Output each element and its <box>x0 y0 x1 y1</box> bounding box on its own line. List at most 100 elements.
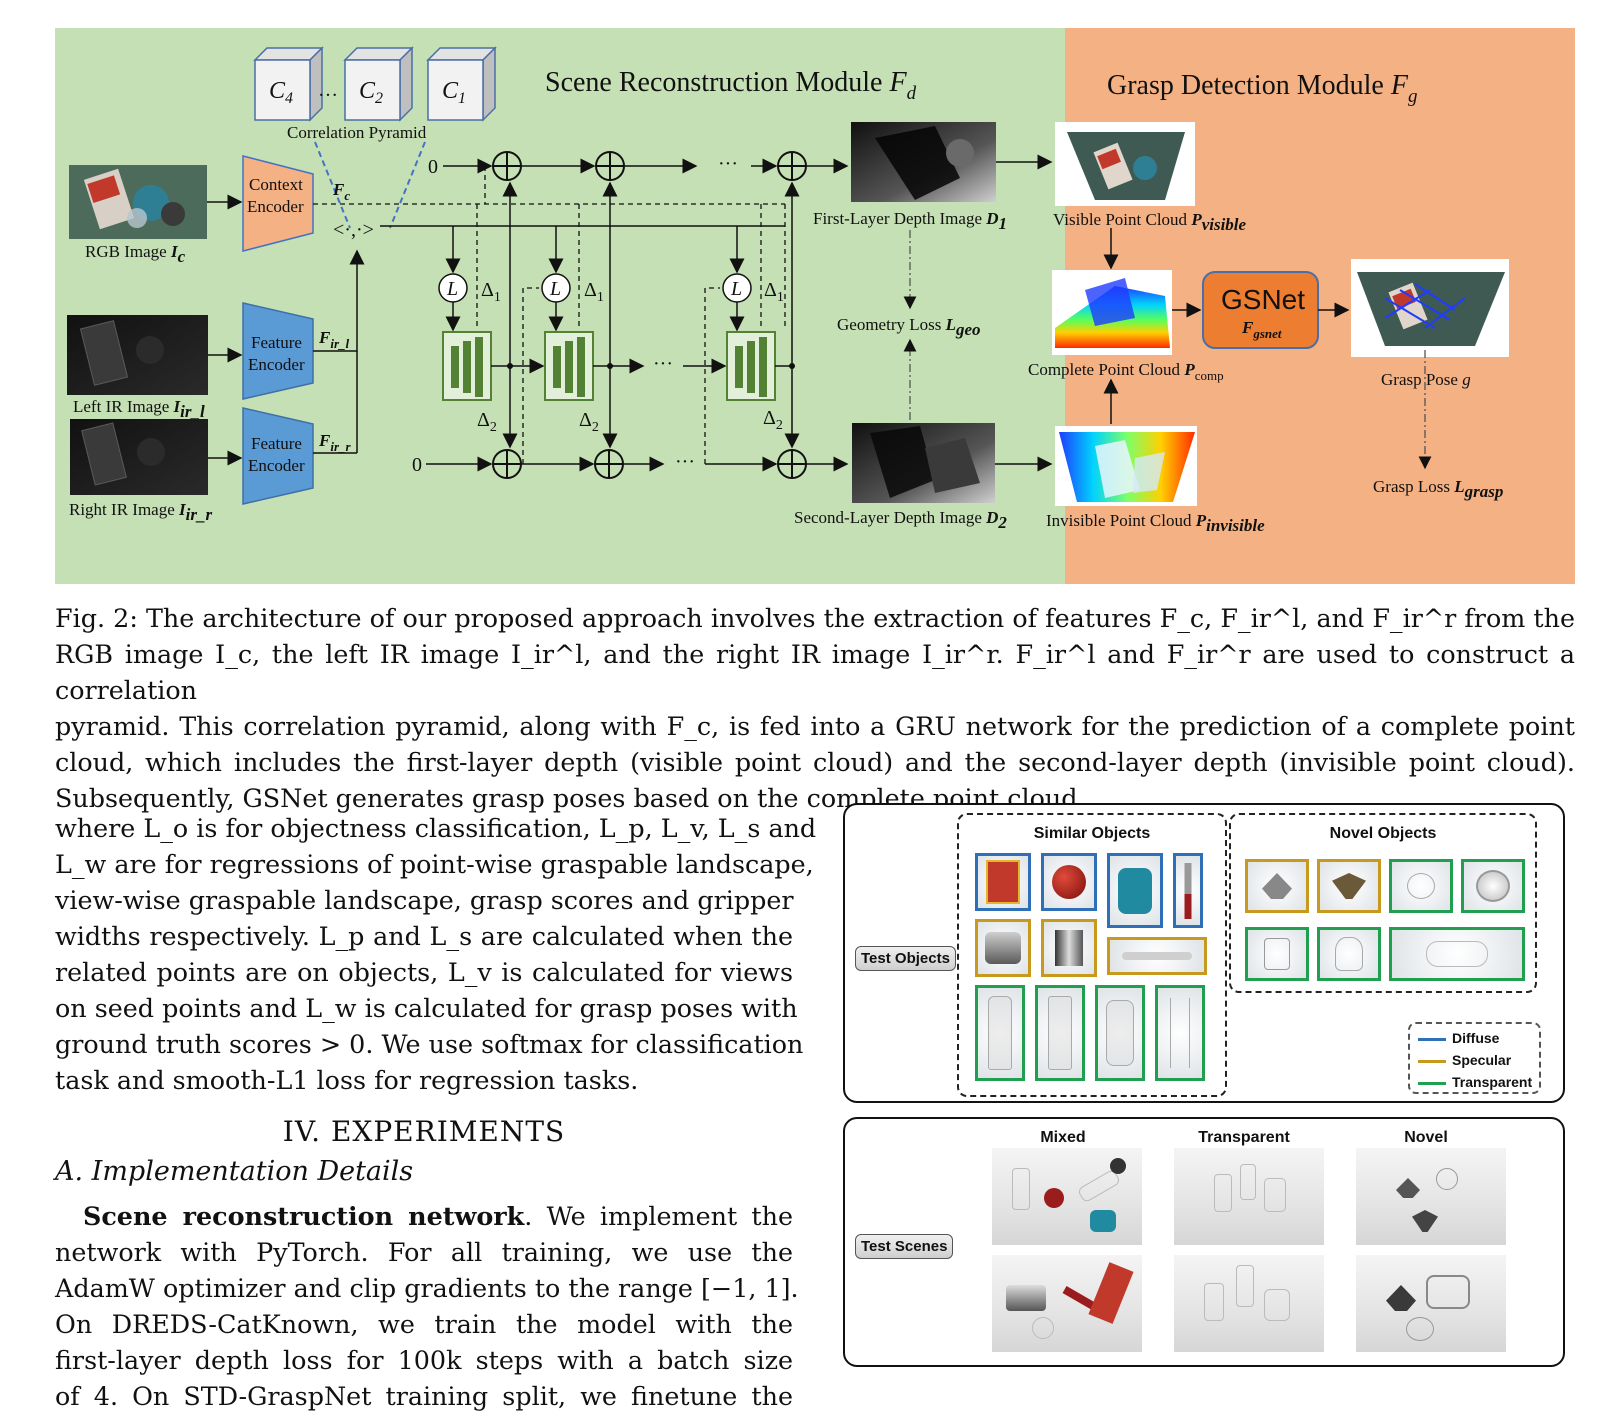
svg-text:GSNet: GSNet <box>1221 284 1305 315</box>
visible-point-cloud <box>1055 122 1195 206</box>
gru-block-3 <box>726 331 776 401</box>
caption-line-1: Fig. 2: The architecture of our proposed… <box>55 603 1575 633</box>
svg-text:Δ1: Δ1 <box>584 279 604 305</box>
svg-text:Fgsnet: Fgsnet <box>1241 318 1282 341</box>
object-thumb-screwdriver <box>1173 853 1203 928</box>
body-line: of 4. On STD-GraspNet training split, we… <box>55 1381 793 1411</box>
correlation-volume-c2: C2 <box>343 46 414 122</box>
object-thumb-glass-4 <box>1317 927 1381 981</box>
test-objects-panel: Test Objects Similar Objects Novel Objec… <box>843 803 1565 1103</box>
legend-transparent: Transparent <box>1418 1074 1532 1090</box>
object-thumb-apple <box>1041 853 1097 911</box>
object-thumb-glass-3 <box>1245 927 1309 981</box>
novel-objects-group: Novel Objects <box>1229 813 1537 993</box>
svg-text:Δ1: Δ1 <box>764 279 784 305</box>
object-thumb-container <box>1095 985 1145 1081</box>
correlation-dots: … <box>318 79 338 101</box>
body-line: Scene reconstruction network. We impleme… <box>83 1201 793 1231</box>
similar-objects-group: Similar Objects <box>957 813 1227 1097</box>
svg-text:L: L <box>549 278 561 300</box>
grasp-pose-label: Grasp Pose g <box>1381 370 1471 389</box>
test-scenes-panel: Test Scenes Mixed Transparent Novel <box>843 1117 1565 1367</box>
object-thumb-metal-figure-1 <box>1245 859 1309 913</box>
object-thumb-glass-2 <box>1461 859 1525 913</box>
column-mixed: Mixed <box>1040 1129 1086 1146</box>
body-line: ground truth scores > 0. We use softmax … <box>55 1029 804 1059</box>
body-text-column: where L_o is for objectness classificati… <box>55 810 817 1411</box>
subsection-heading: A. Implementation Details <box>55 1156 414 1187</box>
svg-text:Fc: Fc <box>332 180 350 203</box>
svg-text:Feature: Feature <box>251 333 302 352</box>
svg-text:···: ··· <box>675 451 695 473</box>
second-depth-label: Second-Layer Depth Image D2 <box>794 508 1007 532</box>
novel-objects-title: Novel Objects <box>1329 825 1437 842</box>
svg-text:···: ··· <box>653 353 673 375</box>
svg-text:C2: C2 <box>359 78 383 107</box>
right-ir-image <box>70 419 208 495</box>
object-thumb-glass-1 <box>1389 859 1453 913</box>
grasp-pose-image <box>1351 259 1509 357</box>
column-transparent: Transparent <box>1198 1129 1290 1146</box>
complete-pc-label: Complete Point Cloud Pcomp <box>1028 360 1224 383</box>
correlation-operator: <·,·> <box>333 219 374 241</box>
scene-image-mixed-1 <box>992 1148 1142 1245</box>
svg-text:0: 0 <box>428 156 438 178</box>
svg-text:0: 0 <box>412 454 422 476</box>
invisible-pc-label: Invisible Point Cloud Pinvisible <box>1046 511 1265 535</box>
feature-encoder-left <box>242 302 314 400</box>
svg-text:Encoder: Encoder <box>248 456 305 475</box>
left-ir-image <box>67 315 208 395</box>
body-line: related points are on objects, L_v is ca… <box>55 957 793 987</box>
complete-point-cloud <box>1052 270 1172 355</box>
test-objects-pill: Test Objects <box>855 946 956 971</box>
object-thumb-drill <box>1107 853 1163 928</box>
legend: Diffuse Specular Transparent <box>1408 1022 1541 1094</box>
svg-text:···: ··· <box>718 153 738 175</box>
body-line: where L_o is for objectness classificati… <box>55 813 817 843</box>
caption-line-4: cloud, which includes the first-layer de… <box>55 747 1575 777</box>
section-heading: IV. EXPERIMENTS <box>282 1115 566 1148</box>
object-thumb-tall-glass <box>1035 985 1085 1081</box>
svg-text:Δ2: Δ2 <box>579 409 599 435</box>
geometry-loss-label: Geometry Loss Lgeo <box>837 315 981 339</box>
first-depth-label: First-Layer Depth Image D1 <box>813 209 1007 233</box>
caption-line-3: pyramid. This correlation pyramid, along… <box>55 711 1575 741</box>
scene-image-novel-2 <box>1356 1255 1506 1352</box>
scene-image-transparent-2 <box>1174 1255 1324 1352</box>
body-line: On DREDS-CatKnown, we train the model wi… <box>55 1309 793 1339</box>
object-thumb-metal-figure-2 <box>1317 859 1381 913</box>
svg-text:L: L <box>446 278 458 300</box>
rgb-image-label: RGB Image Ic <box>85 242 186 266</box>
rgb-image <box>69 165 207 239</box>
left-ir-label: Left IR Image Iir_l <box>73 397 205 421</box>
para-lead: Scene reconstruction network <box>83 1201 525 1231</box>
scene-image-transparent-1 <box>1174 1148 1324 1245</box>
body-line: L_w are for regressions of point-wise gr… <box>55 849 814 879</box>
svg-text:L: L <box>730 278 742 300</box>
grasp-module-title: Grasp Detection Module Fg <box>1107 70 1417 107</box>
object-thumb-glass-5 <box>1389 927 1525 981</box>
svg-text:Encoder: Encoder <box>247 197 304 216</box>
feature-encoder-right <box>242 407 314 505</box>
gru-block-2 <box>544 331 594 401</box>
svg-text:Δ2: Δ2 <box>477 409 497 435</box>
svg-text:Context: Context <box>249 175 303 194</box>
caption-line-2: RGB image I_c, the left IR image I_ir^l,… <box>55 639 1575 705</box>
body-line: network with PyTorch. For all training, … <box>55 1237 793 1267</box>
svg-text:C4: C4 <box>269 78 293 107</box>
figure-architecture: Scene Reconstruction Module Fd Grasp Det… <box>55 28 1575 584</box>
correlation-pyramid-label: Correlation Pyramid <box>287 123 427 142</box>
scene-module-title: Scene Reconstruction Module Fd <box>545 67 917 104</box>
body-line: view-wise graspable landscape, grasp sco… <box>55 885 794 915</box>
column-novel: Novel <box>1404 1129 1448 1146</box>
object-thumb-metal-cup <box>1041 919 1097 977</box>
svg-text:Fir_r: Fir_r <box>318 431 352 454</box>
right-ir-label: Right IR Image Iir_r <box>69 500 212 524</box>
body-line: AdamW optimizer and clip gradients to th… <box>55 1273 799 1303</box>
test-scenes-pill: Test Scenes <box>855 1234 954 1259</box>
similar-objects-title: Similar Objects <box>1033 825 1151 842</box>
figure-caption: Fig. 2: The architecture of our proposed… <box>55 600 1575 816</box>
svg-text:Feature: Feature <box>251 434 302 453</box>
correlation-volume-c1: C1 <box>426 46 497 122</box>
svg-text:Fir_l: Fir_l <box>318 328 350 351</box>
